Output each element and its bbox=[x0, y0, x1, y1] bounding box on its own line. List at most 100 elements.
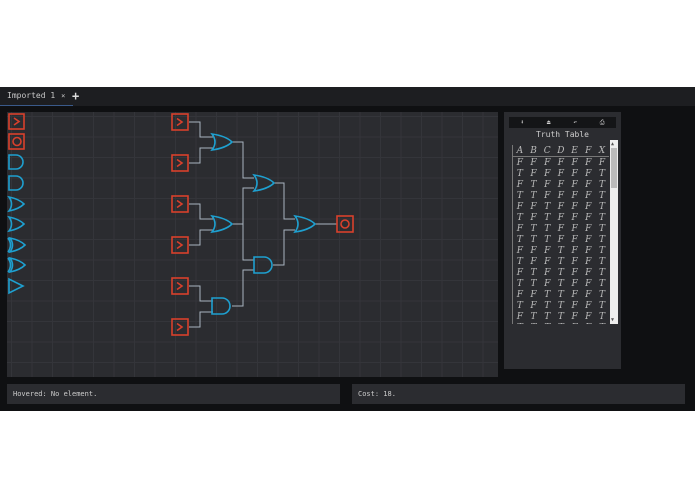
table-cell: T bbox=[554, 322, 568, 325]
upload-icon[interactable]: ⏏ bbox=[546, 119, 551, 126]
table-cell: F bbox=[571, 190, 578, 201]
table-cell: F bbox=[581, 322, 595, 325]
table-cell: T bbox=[598, 201, 605, 212]
column-header: F bbox=[581, 145, 596, 157]
table-cell: F bbox=[544, 157, 551, 168]
palette-nand[interactable] bbox=[8, 175, 24, 191]
table-cell: F bbox=[585, 278, 592, 289]
palette-not[interactable] bbox=[8, 277, 25, 295]
and-gate[interactable] bbox=[211, 297, 231, 315]
table-cell: F bbox=[585, 157, 592, 168]
tab-imported-1[interactable]: Imported 1 × bbox=[0, 87, 73, 106]
table-cell: T bbox=[598, 278, 605, 289]
scroll-up-icon[interactable]: ▲ bbox=[611, 141, 615, 147]
input-b[interactable] bbox=[171, 154, 189, 172]
table-cell: F bbox=[544, 179, 551, 190]
table-cell: F bbox=[571, 168, 578, 179]
palette[interactable] bbox=[7, 113, 27, 295]
and-gate[interactable] bbox=[253, 256, 273, 274]
column-header: C bbox=[540, 145, 555, 157]
table-cell: F bbox=[516, 245, 523, 256]
palette-nor[interactable] bbox=[7, 215, 26, 233]
add-tab-button[interactable]: + bbox=[72, 89, 80, 103]
or-gate[interactable] bbox=[210, 214, 234, 234]
palette-input[interactable] bbox=[8, 113, 25, 130]
palette-or[interactable] bbox=[7, 195, 26, 213]
table-cell: T bbox=[544, 234, 551, 245]
truth-table-title: Truth Table bbox=[536, 130, 589, 139]
table-cell: T bbox=[530, 267, 537, 278]
palette-and[interactable] bbox=[8, 154, 24, 170]
table-cell: T bbox=[598, 223, 605, 234]
toolbar: ⬇ ⏏ ↶ ⎙ bbox=[509, 117, 616, 128]
table-cell: T bbox=[544, 311, 551, 322]
input-e[interactable] bbox=[171, 277, 189, 295]
table-cell: F bbox=[530, 300, 537, 311]
input-f[interactable] bbox=[171, 318, 189, 336]
table-cell: F bbox=[516, 157, 523, 168]
table-cell: F bbox=[571, 201, 578, 212]
table-cell: T bbox=[530, 311, 537, 322]
download-icon[interactable]: ⬇ bbox=[520, 119, 525, 126]
inputs bbox=[171, 113, 354, 336]
or-gate[interactable] bbox=[210, 132, 234, 152]
app: Imported 1 × + bbox=[0, 87, 695, 411]
column-header: B bbox=[526, 145, 541, 157]
table-cell: T bbox=[544, 201, 551, 212]
table-cell: F bbox=[544, 190, 551, 201]
input-c[interactable] bbox=[171, 195, 189, 213]
table-cell: T bbox=[516, 300, 523, 311]
table-cell: T bbox=[527, 322, 541, 325]
table-cell: T bbox=[598, 256, 605, 267]
table-cell: F bbox=[598, 157, 606, 168]
input-a[interactable] bbox=[171, 113, 189, 131]
palette-output[interactable] bbox=[8, 133, 25, 150]
or-gate[interactable] bbox=[252, 173, 276, 193]
table-cell: T bbox=[598, 311, 605, 322]
table-cell: F bbox=[571, 278, 578, 289]
scrollbar-thumb[interactable] bbox=[611, 148, 617, 188]
table-row: TTTTFFT bbox=[513, 322, 609, 325]
table-cell: F bbox=[557, 190, 565, 201]
table-cell: F bbox=[544, 278, 551, 289]
table-cell: F bbox=[544, 245, 551, 256]
table-cell: T bbox=[598, 289, 605, 300]
table-cell: F bbox=[585, 201, 592, 212]
column-header: E bbox=[567, 145, 582, 157]
table-cell: T bbox=[557, 245, 564, 256]
scroll-down-icon[interactable]: ▼ bbox=[611, 317, 615, 323]
table-cell: F bbox=[571, 245, 578, 256]
table-cell: F bbox=[530, 256, 537, 267]
table-cell: F bbox=[585, 179, 592, 190]
table-cell: T bbox=[598, 245, 605, 256]
table-cell: F bbox=[557, 223, 565, 234]
circuit-canvas[interactable] bbox=[7, 112, 498, 377]
output-x[interactable] bbox=[336, 215, 354, 233]
tab-label: Imported 1 bbox=[7, 91, 56, 100]
close-tab-icon[interactable]: × bbox=[61, 92, 66, 100]
or-gate[interactable] bbox=[293, 214, 317, 234]
undo-icon[interactable]: ↶ bbox=[573, 119, 577, 126]
table-cell: F bbox=[585, 212, 592, 223]
table-cell: T bbox=[544, 212, 551, 223]
input-d[interactable] bbox=[171, 236, 189, 254]
palette-xor[interactable] bbox=[7, 236, 27, 254]
table-cell: T bbox=[530, 278, 537, 289]
palette-xnor[interactable] bbox=[7, 256, 27, 274]
table-cell: T bbox=[557, 278, 564, 289]
table-cell: F bbox=[557, 201, 565, 212]
table-cell: F bbox=[571, 300, 578, 311]
table-cell: T bbox=[544, 223, 551, 234]
scrollbar[interactable]: ▲ ▼ bbox=[610, 140, 618, 324]
print-icon[interactable]: ⎙ bbox=[599, 118, 605, 126]
arrow-icon bbox=[13, 117, 21, 126]
